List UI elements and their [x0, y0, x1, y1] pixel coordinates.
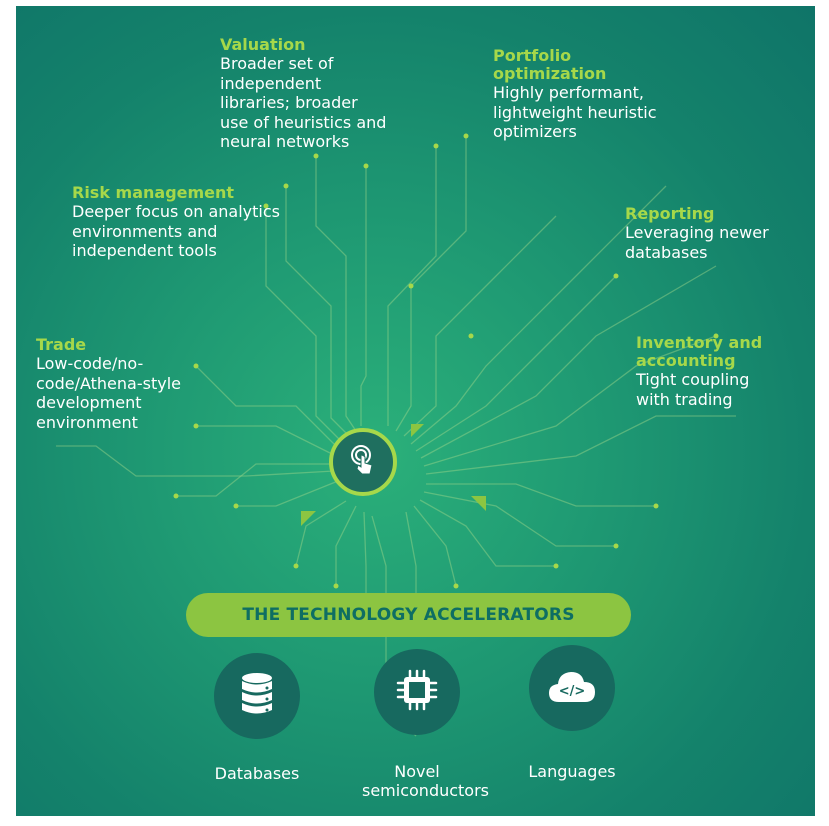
category-valuation: Valuation Broader set of independent lib…	[220, 36, 440, 152]
touch-icon	[346, 443, 380, 481]
category-risk: Risk management Deeper focus on analytic…	[72, 184, 292, 261]
accelerator-label-semiconductors: Novel semiconductors	[362, 762, 490, 800]
category-title: Portfolio optimization	[493, 46, 607, 83]
center-hub	[329, 428, 397, 496]
svg-text:</>: </>	[559, 684, 586, 699]
category-portfolio: Portfolio optimization Highly performant…	[493, 47, 693, 142]
category-description: Low-code/no-code/Athena-style developmen…	[36, 354, 181, 432]
category-title: Valuation	[220, 35, 306, 54]
accelerator-label-databases: Databases	[214, 764, 300, 783]
category-description: Deeper focus on analytics environments a…	[72, 202, 280, 260]
accelerator-languages: </>	[529, 645, 615, 731]
accelerator-databases	[214, 653, 300, 739]
category-description: Tight coupling with trading	[636, 370, 750, 409]
category-description: Leveraging newer databases	[625, 223, 769, 262]
cloud-code-icon: </>	[547, 668, 597, 708]
category-title: Inventory and accounting	[636, 333, 763, 370]
category-trade: Trade Low-code/no-code/Athena-style deve…	[36, 336, 226, 432]
chip-icon	[395, 668, 439, 716]
category-description: Highly performant, lightweight heuristic…	[493, 83, 657, 141]
category-reporting: Reporting Leveraging newer databases	[625, 205, 805, 262]
category-title: Reporting	[625, 204, 715, 223]
accelerator-label-languages: Languages	[528, 762, 616, 781]
category-title: Risk management	[72, 183, 235, 202]
accelerator-semiconductors	[374, 649, 460, 735]
category-title: Trade	[36, 335, 87, 354]
infographic-canvas: Valuation Broader set of independent lib…	[16, 6, 815, 816]
category-description: Broader set of independent libraries; br…	[220, 54, 387, 151]
accelerators-banner: THE TECHNOLOGY ACCELERATORS	[186, 593, 631, 637]
category-inventory: Inventory and accounting Tight coupling …	[636, 334, 806, 409]
database-icon	[237, 672, 277, 720]
